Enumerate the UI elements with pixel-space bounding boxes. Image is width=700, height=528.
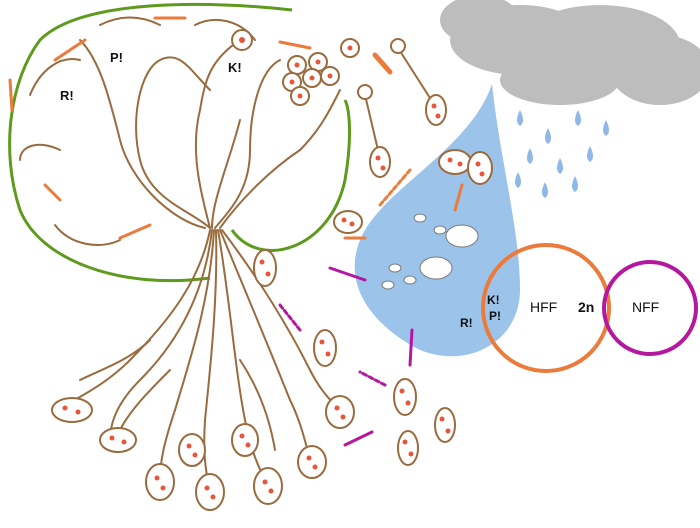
label-p2: P! xyxy=(489,309,501,323)
label-k2: K! xyxy=(487,293,500,307)
label-hff: HFF xyxy=(530,299,557,315)
label-p: P! xyxy=(110,50,123,65)
spore-cluster xyxy=(231,29,360,106)
label-ploidy: 2n xyxy=(578,299,594,315)
nff-circle xyxy=(602,260,698,356)
cycle-hyphae xyxy=(19,16,256,246)
orange-arrows xyxy=(8,16,464,240)
label-k: K! xyxy=(228,60,242,75)
magenta-arrows xyxy=(278,266,414,447)
mycelium-spores xyxy=(51,395,355,511)
stalked-bodies xyxy=(357,38,447,178)
zoospores xyxy=(381,213,479,290)
hff-circle xyxy=(481,243,611,373)
label-nff: NFF xyxy=(632,299,659,315)
label-r2: R! xyxy=(460,316,473,330)
cloud-icon xyxy=(440,0,700,105)
rain-drops xyxy=(515,110,609,198)
label-r: R! xyxy=(60,88,74,103)
free-spores xyxy=(253,149,493,466)
hyphal-tubes xyxy=(79,39,341,229)
